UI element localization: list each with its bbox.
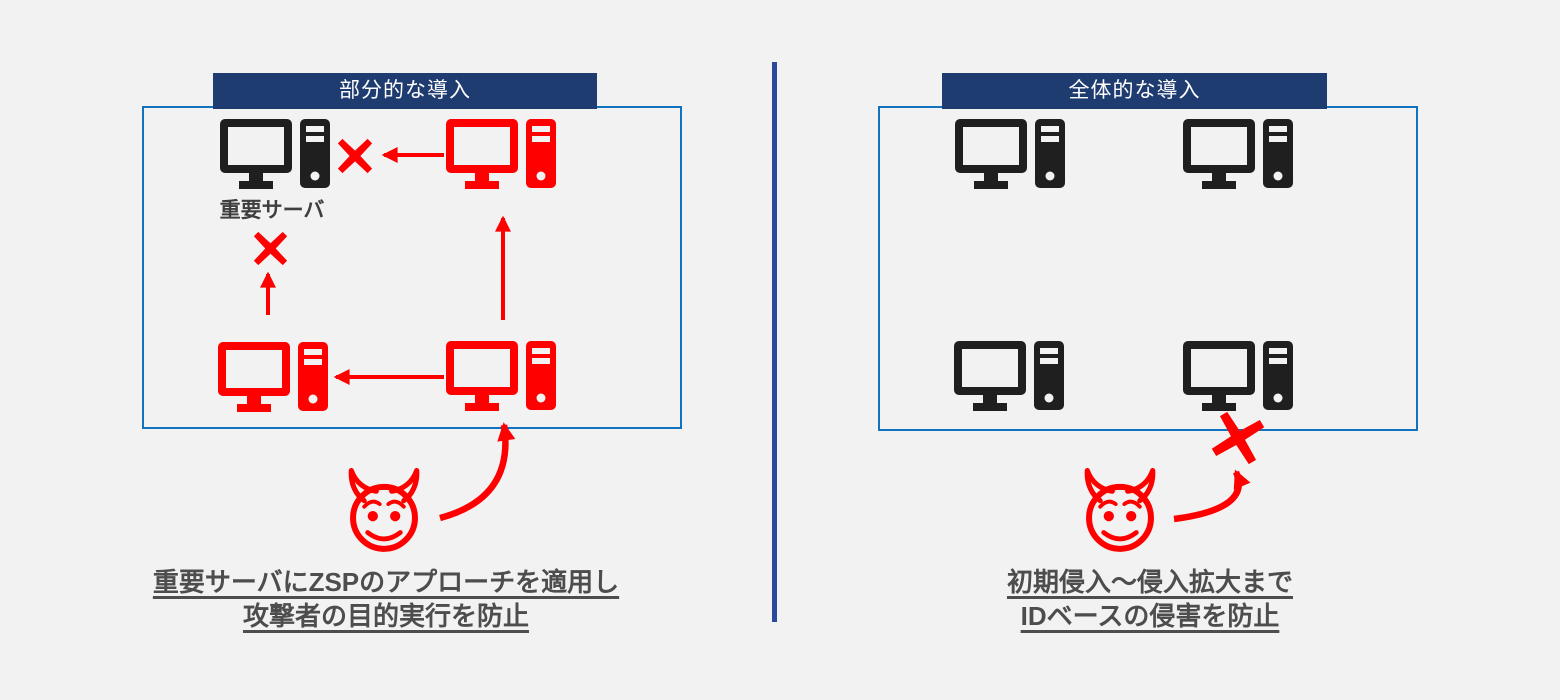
computer-icon-protected-bottom-right [1183, 341, 1293, 411]
computer-icon-compromised-bottom-right [446, 341, 556, 411]
left-panel-caption: 重要サーバにZSPのアプローチを適用し 攻撃者の目的実行を防止 [106, 565, 666, 633]
devil-icon-attacker-right [1087, 471, 1153, 549]
left-caption-line1: 重要サーバにZSPのアプローチを適用し [152, 567, 620, 597]
critical-server-label: 重要サーバ [219, 199, 325, 222]
computer-icon-compromised-top [446, 119, 556, 189]
blocked-x-icon-middle [253, 231, 288, 266]
blocked-x-icon-top [337, 138, 373, 174]
right-caption-line2: IDベースの侵害を防止 [1020, 601, 1280, 631]
initial-intrusion-arrow-right [1173, 469, 1251, 523]
computer-icon-protected-bottom-left [954, 341, 1064, 411]
computer-icon-critical-server [220, 119, 330, 189]
right-caption-line1: 初期侵入～侵入拡大まで [1006, 567, 1293, 597]
right-panel-title: 全体的な導入 [942, 73, 1327, 109]
panel-divider [772, 62, 777, 622]
initial-intrusion-arrow-left [439, 422, 516, 522]
left-panel-title: 部分的な導入 [213, 73, 597, 109]
blocked-x-icon-perimeter [1210, 410, 1266, 466]
right-panel-caption: 初期侵入～侵入拡大まで IDベースの侵害を防止 [870, 565, 1430, 633]
devil-icon-attacker-left [351, 471, 417, 549]
left-caption-line2: 攻撃者の目的実行を防止 [242, 601, 529, 631]
computer-icon-protected-top-left [955, 119, 1065, 189]
computer-icon-compromised-bottom-left [218, 342, 328, 412]
computer-icon-protected-top-right [1183, 119, 1293, 189]
